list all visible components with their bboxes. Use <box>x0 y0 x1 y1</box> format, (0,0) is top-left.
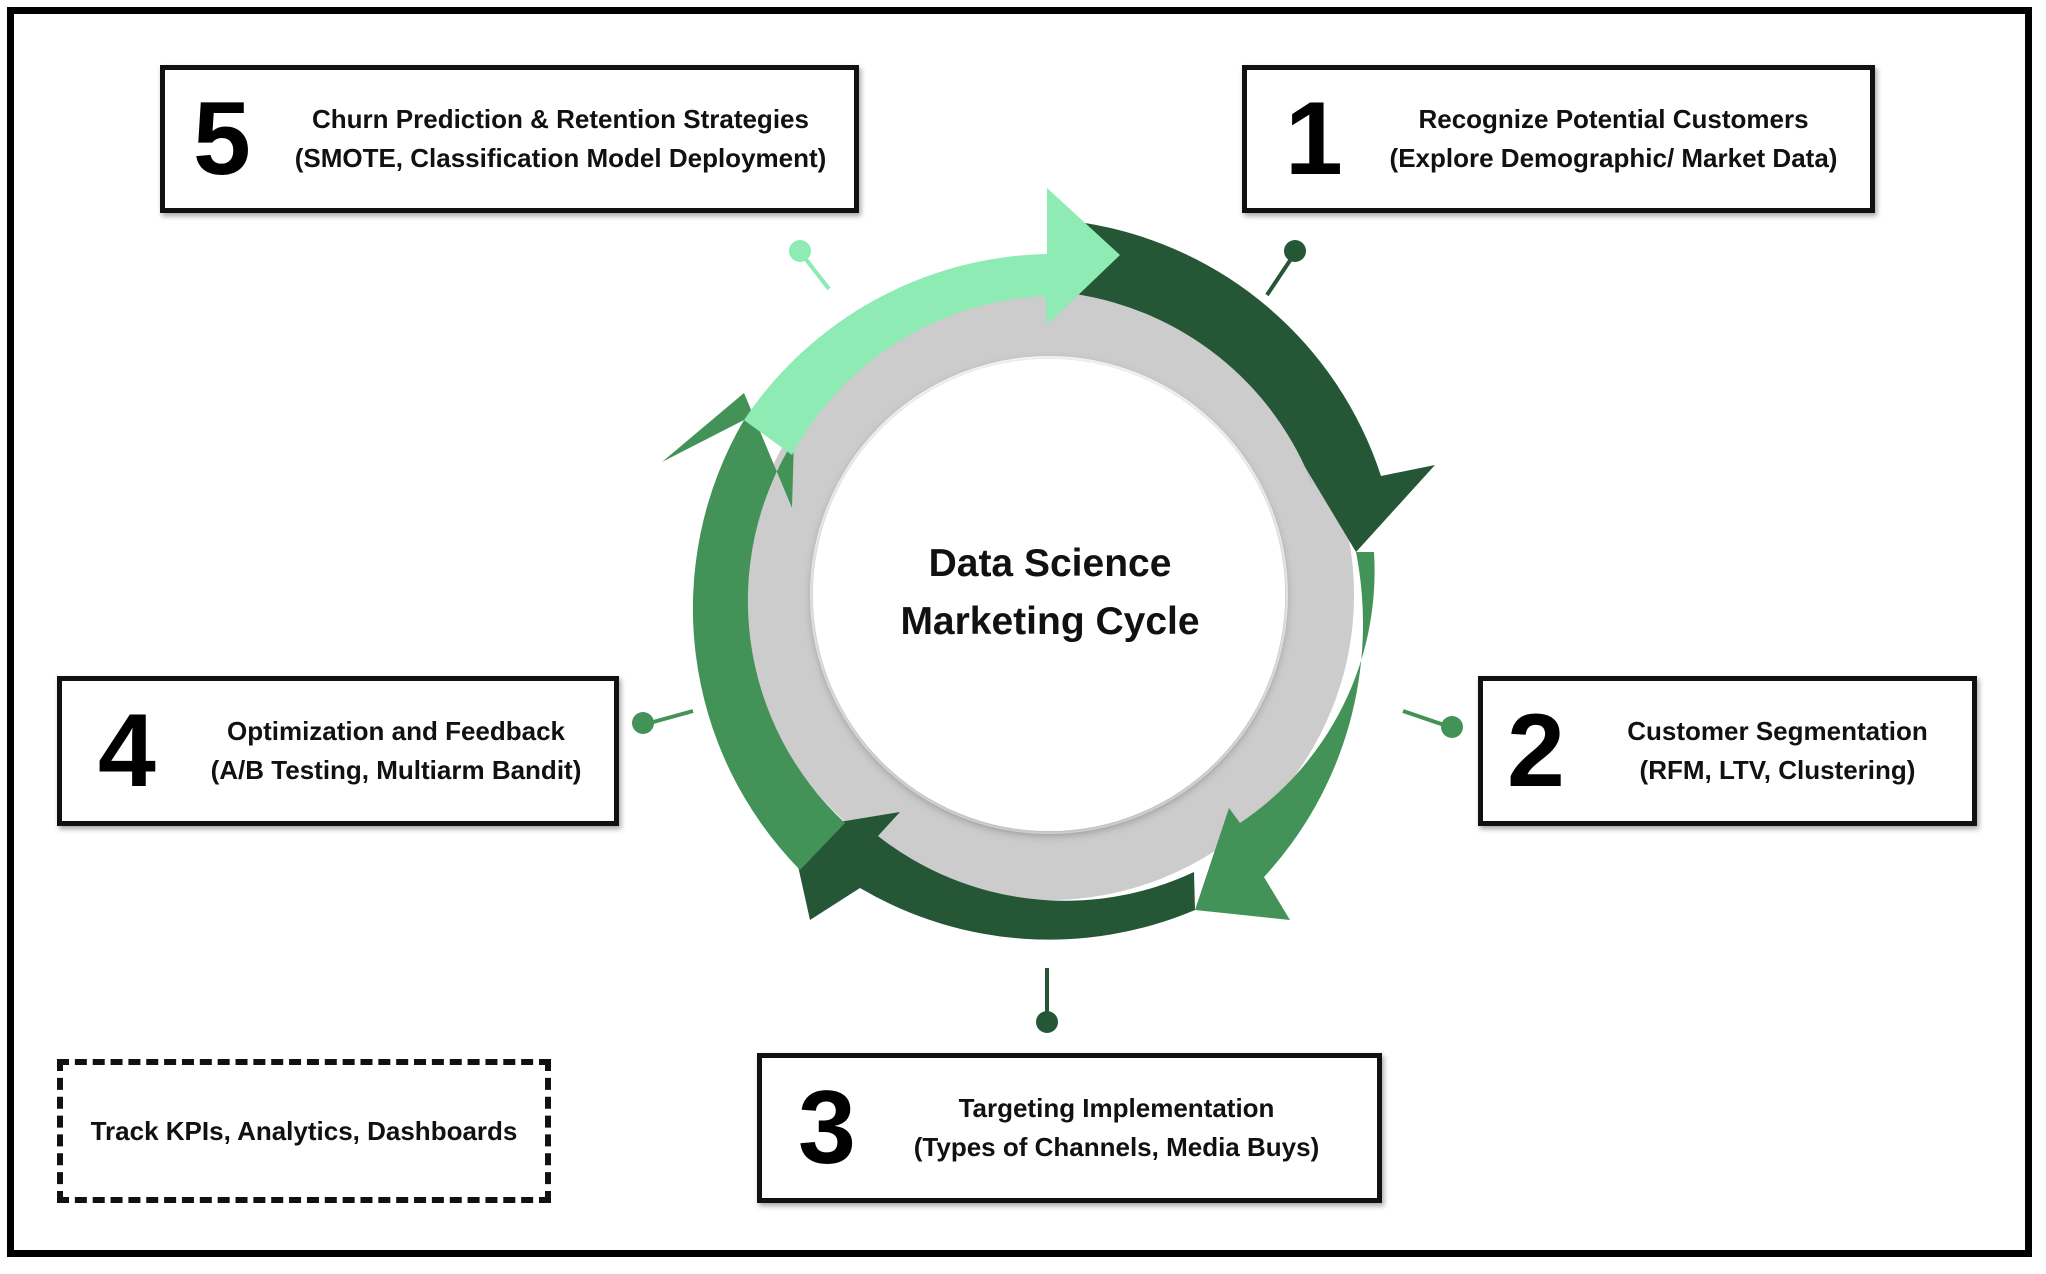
step-number-2: 2 <box>1507 693 1565 809</box>
step-text-1: Recognize Potential Customers (Explore D… <box>1367 100 1860 178</box>
step-subtitle-5: (SMOTE, Classification Model Deployment) <box>294 143 827 173</box>
step-text-5: Churn Prediction & Retention Strategies … <box>277 100 844 178</box>
step-title-1: Recognize Potential Customers <box>1418 104 1809 134</box>
step-box-5: 5 Churn Prediction & Retention Strategie… <box>160 65 859 213</box>
kpi-note-box: Track KPIs, Analytics, Dashboards <box>57 1059 551 1203</box>
step-number-4: 4 <box>98 693 156 809</box>
step-text-4: Optimization and Feedback (A/B Testing, … <box>192 712 600 790</box>
kpi-note-text: Track KPIs, Analytics, Dashboards <box>90 1115 518 1146</box>
step-title-3: Targeting Implementation <box>958 1093 1275 1123</box>
center-title: Data Science Marketing Cycle <box>810 535 1290 651</box>
step-number-3: 3 <box>798 1070 856 1186</box>
connector-pin-step-4 <box>632 709 694 734</box>
step-title-5: Churn Prediction & Retention Strategies <box>312 104 809 134</box>
center-disc <box>813 359 1285 831</box>
center-title-line-1: Data Science <box>928 542 1172 585</box>
step-box-2: 2 Customer Segmentation (RFM, LTV, Clust… <box>1478 676 1977 826</box>
cycle-arrow-step-2 <box>1195 552 1375 920</box>
connector-pin-step-2 <box>1402 709 1463 738</box>
step-subtitle-3: (Types of Channels, Media Buys) <box>913 1132 1320 1162</box>
step-box-1: 1 Recognize Potential Customers (Explore… <box>1242 65 1875 213</box>
cycle-arrow-step-4 <box>662 393 845 870</box>
step-text-2: Customer Segmentation (RFM, LTV, Cluster… <box>1593 712 1962 790</box>
step-number-1: 1 <box>1285 81 1343 197</box>
step-title-2: Customer Segmentation <box>1627 716 1928 746</box>
step-subtitle-4: (A/B Testing, Multiarm Bandit) <box>210 755 582 785</box>
connector-pin-step-1 <box>1265 240 1306 297</box>
center-title-line-2: Marketing Cycle <box>900 600 1200 643</box>
connector-pin-step-3 <box>1036 968 1058 1033</box>
step-box-3: 3 Targeting Implementation (Types of Cha… <box>757 1053 1382 1203</box>
cycle-arrow-step-3 <box>790 812 1195 940</box>
step-box-4: 4 Optimization and Feedback (A/B Testing… <box>57 676 619 826</box>
cycle-arrow-step-1 <box>1075 223 1435 552</box>
step-text-3: Targeting Implementation (Types of Chann… <box>892 1089 1341 1167</box>
step-subtitle-1: (Explore Demographic/ Market Data) <box>1389 143 1838 173</box>
step-title-4: Optimization and Feedback <box>226 716 566 746</box>
cycle-arrow-step-5 <box>744 188 1120 455</box>
step-subtitle-2: (RFM, LTV, Clustering) <box>1639 755 1916 785</box>
connector-pin-step-5 <box>789 240 831 291</box>
step-number-5: 5 <box>193 81 251 197</box>
